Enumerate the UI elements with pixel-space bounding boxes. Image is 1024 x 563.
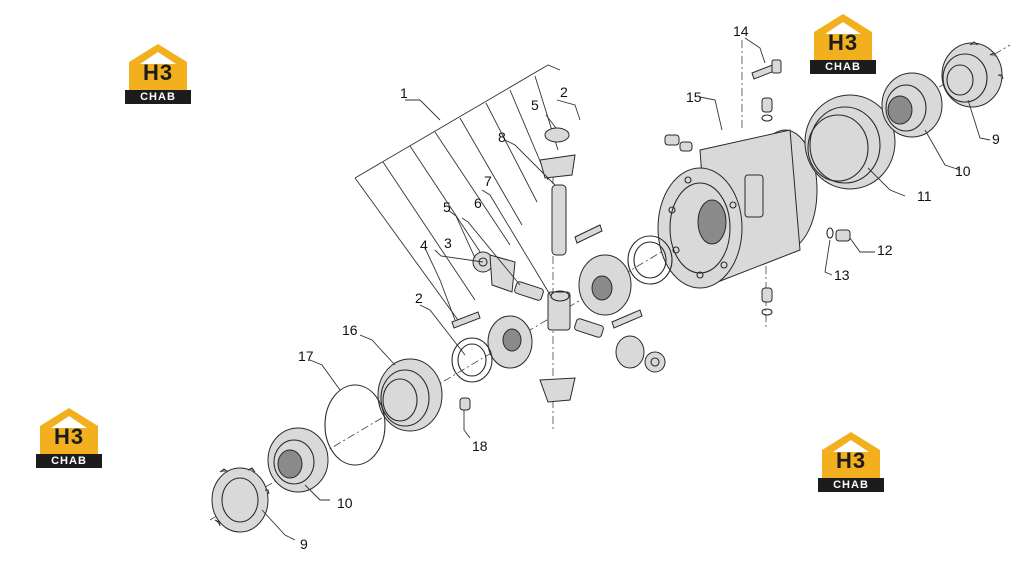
group-bracket-lines [354, 75, 559, 321]
callout-11: 11 [917, 188, 932, 204]
logo-letters: H3 [53, 424, 85, 449]
callout-5-left: 5 [443, 199, 451, 215]
part-10-bearing-top [881, 72, 943, 138]
callout-12: 12 [877, 242, 893, 258]
part-side-gear-top [539, 127, 576, 179]
part-6-pin [514, 281, 544, 301]
logo-house-icon [40, 408, 98, 454]
callout-2-left: 2 [415, 290, 423, 306]
callout-10-bottom: 10 [337, 495, 353, 511]
callout-17: 17 [298, 348, 314, 364]
part-14-bolt [751, 59, 782, 80]
logo-name: CHAB [818, 478, 884, 492]
part-2-thrust-washer-right [627, 235, 673, 285]
part-16-bearing-cup [377, 358, 443, 432]
part-4-roll-pin [451, 311, 481, 329]
watermark-logo: H3 CHAB [36, 406, 102, 468]
part-pin-right [574, 318, 604, 338]
callout-9-top: 9 [992, 131, 1000, 147]
callout-10-top: 10 [955, 163, 971, 179]
group-bracket-top [354, 64, 561, 179]
logo-house-icon [822, 432, 880, 478]
part-8-cross-shaft [551, 184, 567, 256]
callout-1: 1 [400, 85, 408, 101]
callout-leaders [261, 37, 991, 541]
part-washer-right [644, 351, 666, 373]
callout-9-bottom: 9 [300, 536, 308, 552]
part-17-snap-ring [324, 384, 386, 466]
part-2-thrust-washer-left [451, 337, 493, 383]
part-9-nut-top [941, 41, 1004, 108]
part-15-differential-case [657, 129, 818, 289]
part-side-gear-right [578, 254, 632, 316]
watermark-logo: H3 CHAB [810, 12, 876, 74]
part-planet-gear-left [489, 254, 516, 293]
part-12-13-plug [826, 227, 851, 242]
callout-16: 16 [342, 322, 358, 338]
logo-letters: H3 [142, 60, 174, 85]
callout-7: 7 [484, 173, 492, 189]
logo-house-icon [814, 14, 872, 60]
callout-labels: 1 2 2 3 4 5 5 6 7 8 9 9 10 10 11 12 13 1… [298, 23, 1000, 552]
part-planet-gear-right [615, 335, 645, 369]
logo-name: CHAB [810, 60, 876, 74]
watermark-logo: H3 CHAB [818, 430, 884, 492]
logo-name: CHAB [36, 454, 102, 468]
part-side-gear-bottom [539, 377, 576, 403]
logo-letters: H3 [835, 448, 867, 473]
watermark-logo: H3 CHAB [125, 42, 191, 104]
callout-4: 4 [420, 237, 428, 253]
part-10-bearing-bottom [267, 427, 329, 493]
logo-letters: H3 [827, 30, 859, 55]
part-roll-pin-right [611, 309, 643, 329]
logo-house-icon [129, 44, 187, 90]
callout-5-top: 5 [531, 97, 539, 113]
callout-6: 6 [474, 195, 482, 211]
logo-name: CHAB [125, 90, 191, 104]
callout-15: 15 [686, 89, 702, 105]
case-plugs [664, 97, 773, 316]
part-side-gear-left [487, 315, 533, 369]
callout-8: 8 [498, 129, 506, 145]
part-11-ring [804, 94, 896, 190]
callout-13: 13 [834, 267, 850, 283]
part-7-roll-pin [574, 224, 603, 244]
callout-2-top: 2 [560, 84, 568, 100]
callout-3: 3 [444, 235, 452, 251]
part-18-dowel [459, 397, 471, 411]
part-9-nut-bottom [211, 467, 270, 533]
callout-18: 18 [472, 438, 488, 454]
callout-14: 14 [733, 23, 749, 39]
